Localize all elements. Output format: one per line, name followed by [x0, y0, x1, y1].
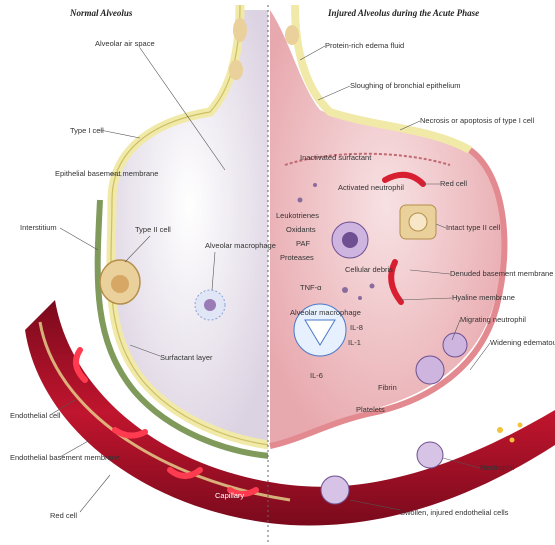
title-normal: Normal Alveolus — [69, 8, 133, 18]
label-oxidants: Oxidants — [286, 225, 316, 234]
label-type-i-cell: Type I cell — [70, 126, 104, 135]
label-sloughing-epithelium: Sloughing of bronchial epithelium — [350, 81, 461, 90]
label-interstitium: Interstitium — [20, 223, 57, 232]
label-denuded-basement: Denuded basement membrane — [450, 269, 553, 278]
label-il-8: IL-8 — [350, 323, 363, 332]
title-injured: Injured Alveolus during the Acute Phase — [327, 8, 479, 18]
label-proteases: Proteases — [280, 253, 314, 262]
label-alveolar-macrophage: Alveolar macrophage — [205, 241, 276, 250]
label-type-ii-cell: Type II cell — [135, 225, 171, 234]
label-cellular-debris: Cellular debris — [345, 265, 393, 274]
label-platelets: Platelets — [356, 405, 385, 414]
label-il-6: IL-6 — [310, 371, 323, 380]
label-necrosis-type-i: Necrosis or apoptosis of type I cell — [420, 116, 535, 125]
label-intact-type-ii: Intact type II cell — [446, 223, 501, 232]
label-protein-rich-edema: Protein-rich edema fluid — [325, 41, 404, 50]
label-paf: PAF — [296, 239, 310, 248]
label-endothelial-cell: Endothelial cell — [10, 411, 61, 420]
label-red-cell-right: Red cell — [440, 179, 467, 188]
label-hyaline-membrane: Hyaline membrane — [452, 293, 515, 302]
label-tnf-alpha: TNF-α — [300, 283, 322, 292]
label-fibrin: Fibrin — [378, 383, 397, 392]
label-activated-neutrophil: Activated neutrophil — [338, 183, 404, 192]
label-alveolar-air-space: Alveolar air space — [95, 39, 155, 48]
label-red-cell: Red cell — [50, 511, 77, 520]
label-surfactant-layer: Surfactant layer — [160, 353, 213, 362]
label-widening-interstitium: Widening edematous interstitium — [490, 338, 555, 347]
label-neutrophil: Neutrophil — [480, 463, 515, 472]
label-alveolar-macrophage-right: Alveolar macrophage — [290, 308, 361, 317]
label-capillary: Capillary — [215, 491, 244, 500]
label-epithelial-basement-membrane: Epithelial basement membrane — [55, 169, 158, 178]
label-swollen-endothelial: Swollen, injured endothelial cells — [400, 508, 509, 517]
label-migrating-neutrophil: Migrating neutrophil — [460, 315, 526, 324]
label-il-1: IL-1 — [348, 338, 361, 347]
label-inactivated-surfactant: Inactivated surfactant — [300, 153, 372, 162]
label-leukotrienes: Leukotrienes — [276, 211, 319, 220]
normal-alveolus — [98, 5, 270, 456]
